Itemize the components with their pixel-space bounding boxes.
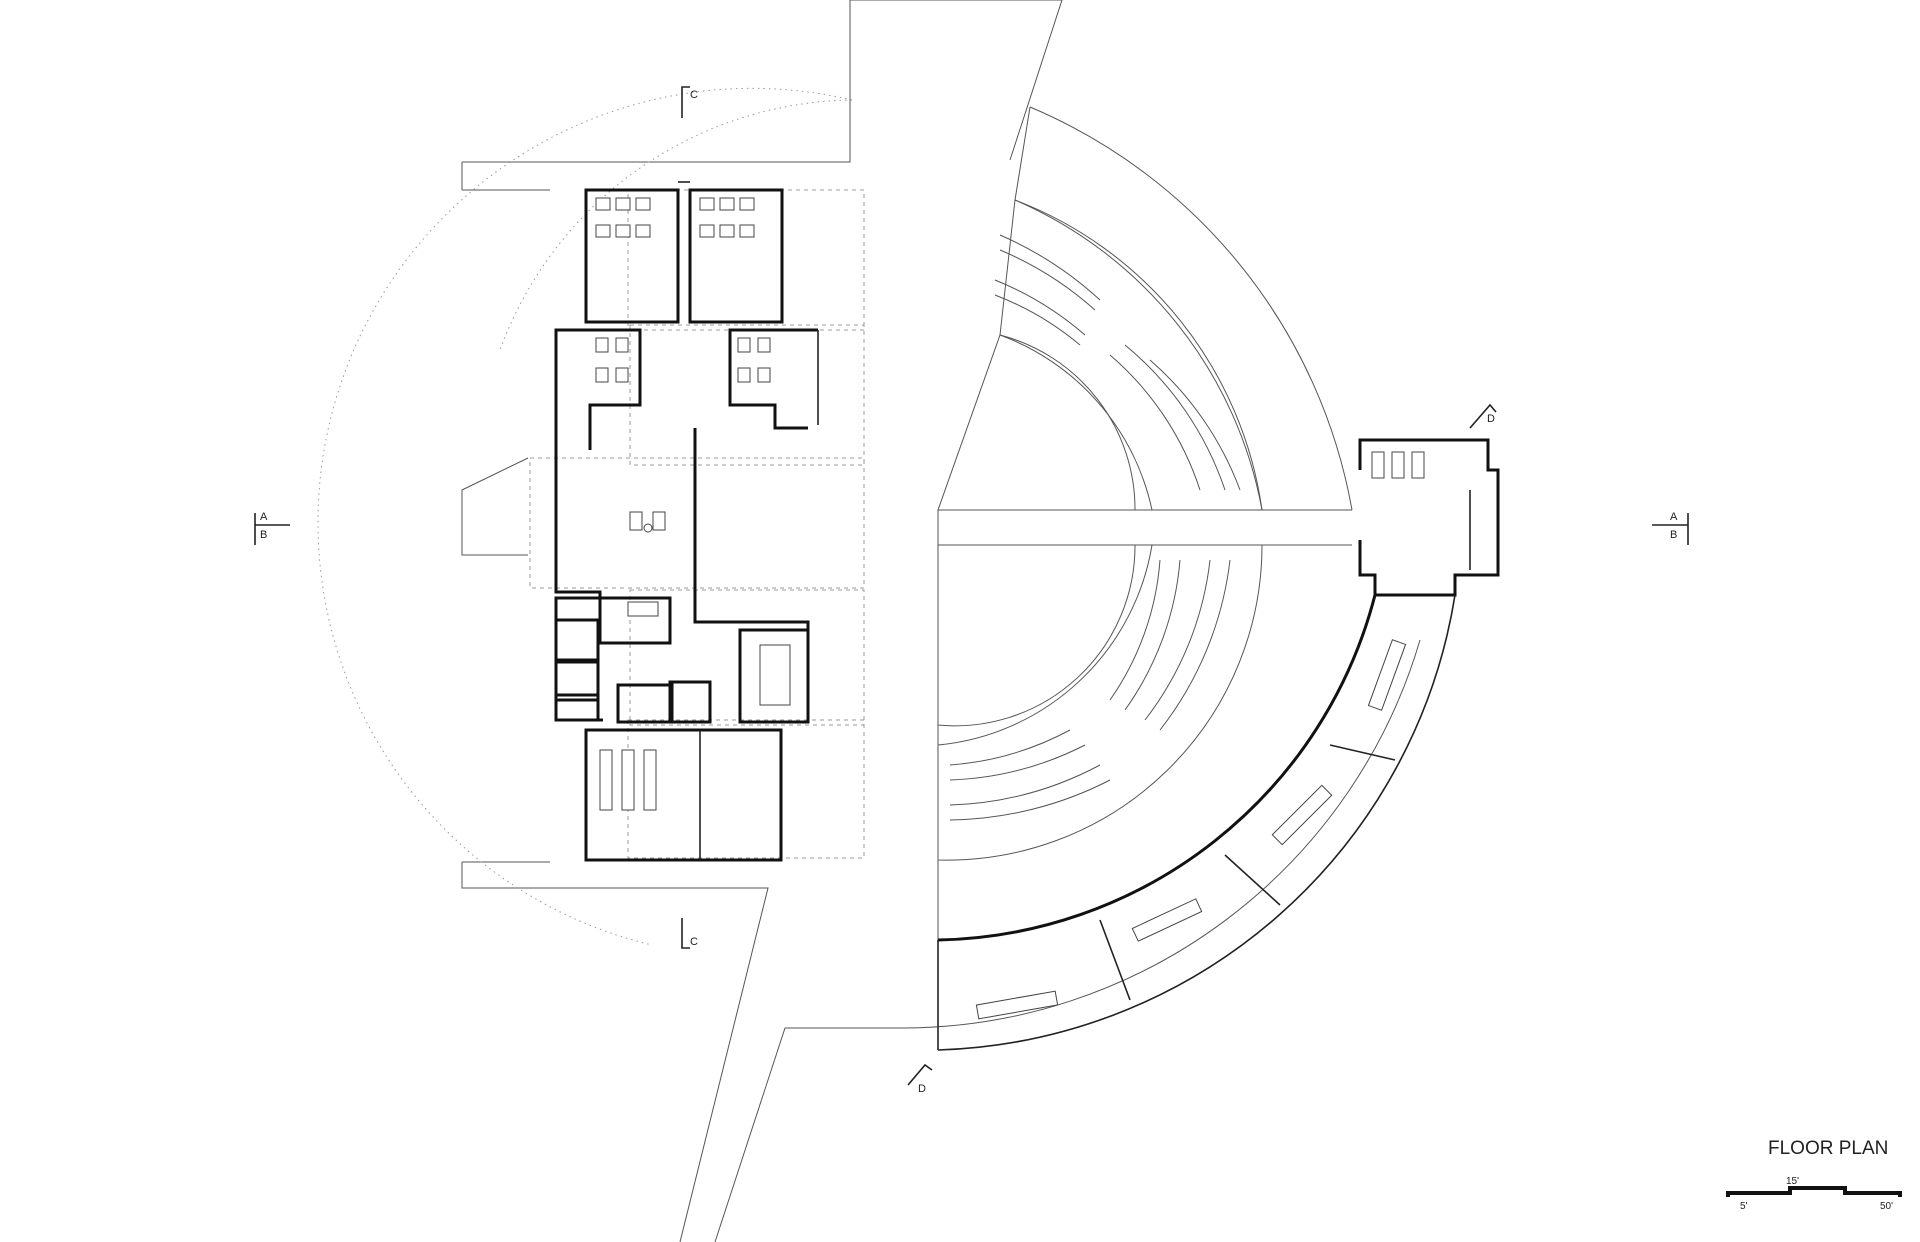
section-label-a: A: [260, 511, 268, 523]
section-label-b: B: [260, 529, 267, 541]
scale-label-5: 5': [1740, 1201, 1748, 1212]
section-label-c: C: [690, 89, 698, 101]
section-marker-a-right: A B: [1652, 511, 1689, 545]
scale-label-50: 50': [1880, 1201, 1893, 1212]
section-marker-a-left: A B: [254, 511, 290, 545]
section-label-d: D: [1487, 413, 1495, 425]
east-building: [937, 438, 1500, 1051]
scale-bar: 5' 15' 50': [1726, 1176, 1902, 1212]
section-label-d: D: [918, 1083, 926, 1095]
section-label-a: A: [1670, 511, 1678, 523]
section-label-b: B: [1670, 529, 1677, 541]
section-marker-d-top: D: [1469, 403, 1497, 429]
scale-label-15: 15': [1786, 1176, 1799, 1187]
amphitheater: [904, 106, 1421, 1029]
section-marker-d-bottom: D: [907, 1063, 933, 1095]
section-label-c: C: [690, 936, 698, 948]
section-marker-c-bottom: C: [681, 918, 698, 949]
site-outlines: [317, 0, 1063, 1242]
section-marker-c-top: C: [681, 86, 698, 118]
plan-title: FLOOR PLAN: [1768, 1138, 1888, 1159]
main-building: [529, 181, 865, 862]
